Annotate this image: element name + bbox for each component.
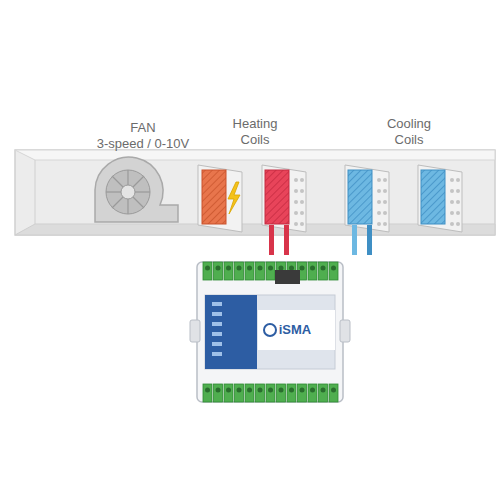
fan-blower xyxy=(95,157,178,222)
cooling-coil xyxy=(418,165,462,232)
duct xyxy=(15,150,495,235)
brand-logo: iSMA xyxy=(279,322,312,338)
section-label: 3-speed / 0-10V xyxy=(97,136,190,152)
coil-fins xyxy=(294,178,460,226)
section-label: Heating Coils xyxy=(224,116,286,149)
cooling-coil xyxy=(345,165,389,255)
section-label: Cooling Coils xyxy=(378,116,440,149)
heating-coil xyxy=(262,165,306,255)
electric-heater xyxy=(198,165,242,232)
section-label: FAN xyxy=(130,120,155,136)
controller-device xyxy=(190,262,350,402)
